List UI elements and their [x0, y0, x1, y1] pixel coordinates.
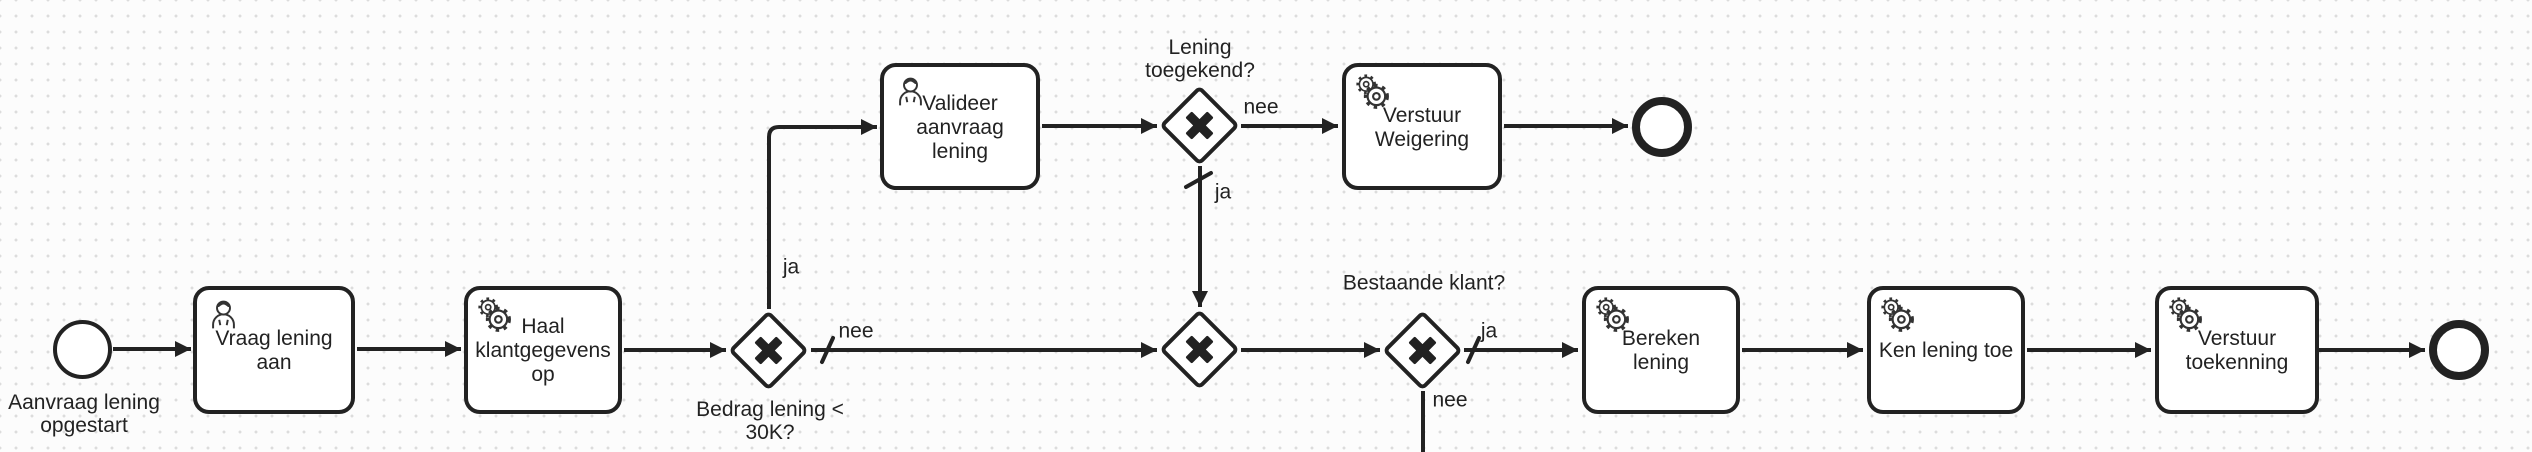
service-gears-icon: [1594, 296, 1631, 333]
default-flow-marker: [1184, 171, 1213, 189]
service-gears-icon: [1354, 73, 1391, 110]
flow-label-nee: nee: [1432, 388, 1468, 412]
task-ken-lening-toe[interactable]: Ken lening toe: [1867, 286, 2025, 414]
flow-label-ja: ja: [1480, 319, 1498, 343]
flow-label-ja: ja: [1214, 180, 1232, 204]
flow-label-ja: ja: [782, 255, 800, 279]
user-icon: [892, 73, 929, 110]
user-icon: [205, 296, 242, 333]
default-flow-marker: [820, 336, 835, 364]
flow-label-nee: nee: [1243, 95, 1279, 119]
start-event[interactable]: [53, 320, 112, 379]
service-gears-icon: [476, 296, 513, 333]
task-bereken-lening[interactable]: Bereken lening: [1582, 286, 1740, 414]
service-gears-icon: [1879, 296, 1916, 333]
task-label: Bereken lening: [1621, 327, 1701, 374]
service-gears-icon: [2167, 296, 2204, 333]
gateway-bestaande-label: Bestaande klant?: [1342, 271, 1506, 295]
end-event-toekenning[interactable]: [2429, 320, 2489, 380]
flow-bedrag-ja-to-valideer[interactable]: [767, 119, 877, 309]
task-label: Ken lening toe: [1878, 339, 2014, 362]
default-flow-marker: [1466, 336, 1481, 364]
gateway-bedrag-label: Bedrag lening <30K?: [696, 398, 844, 444]
flow-label-nee: nee: [838, 319, 874, 343]
end-event-weigering[interactable]: [1632, 97, 1692, 157]
